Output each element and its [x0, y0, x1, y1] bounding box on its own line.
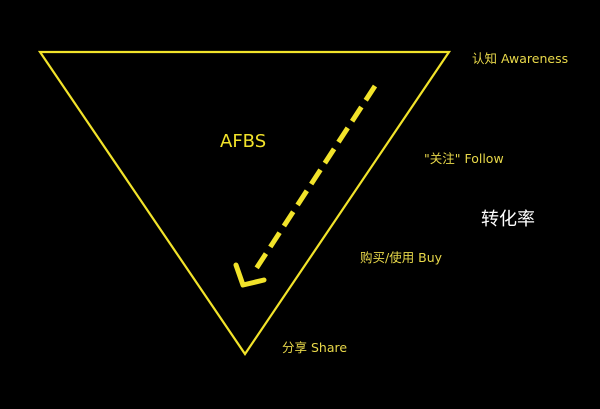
stage-label-buy: 购买/使用 Buy: [360, 250, 443, 265]
stage-label-share: 分享 Share: [282, 340, 348, 355]
flow-arrowhead: [233, 262, 267, 288]
stage-label-awareness: 认知 Awareness: [472, 51, 569, 66]
conversion-rate-label: 转化率: [481, 209, 535, 230]
stage-label-follow: "关注" Follow: [424, 151, 504, 166]
flow-arrow-shaft: [251, 84, 378, 274]
funnel-center-label: AFBS: [220, 131, 267, 152]
funnel-triangle: [37, 50, 452, 356]
